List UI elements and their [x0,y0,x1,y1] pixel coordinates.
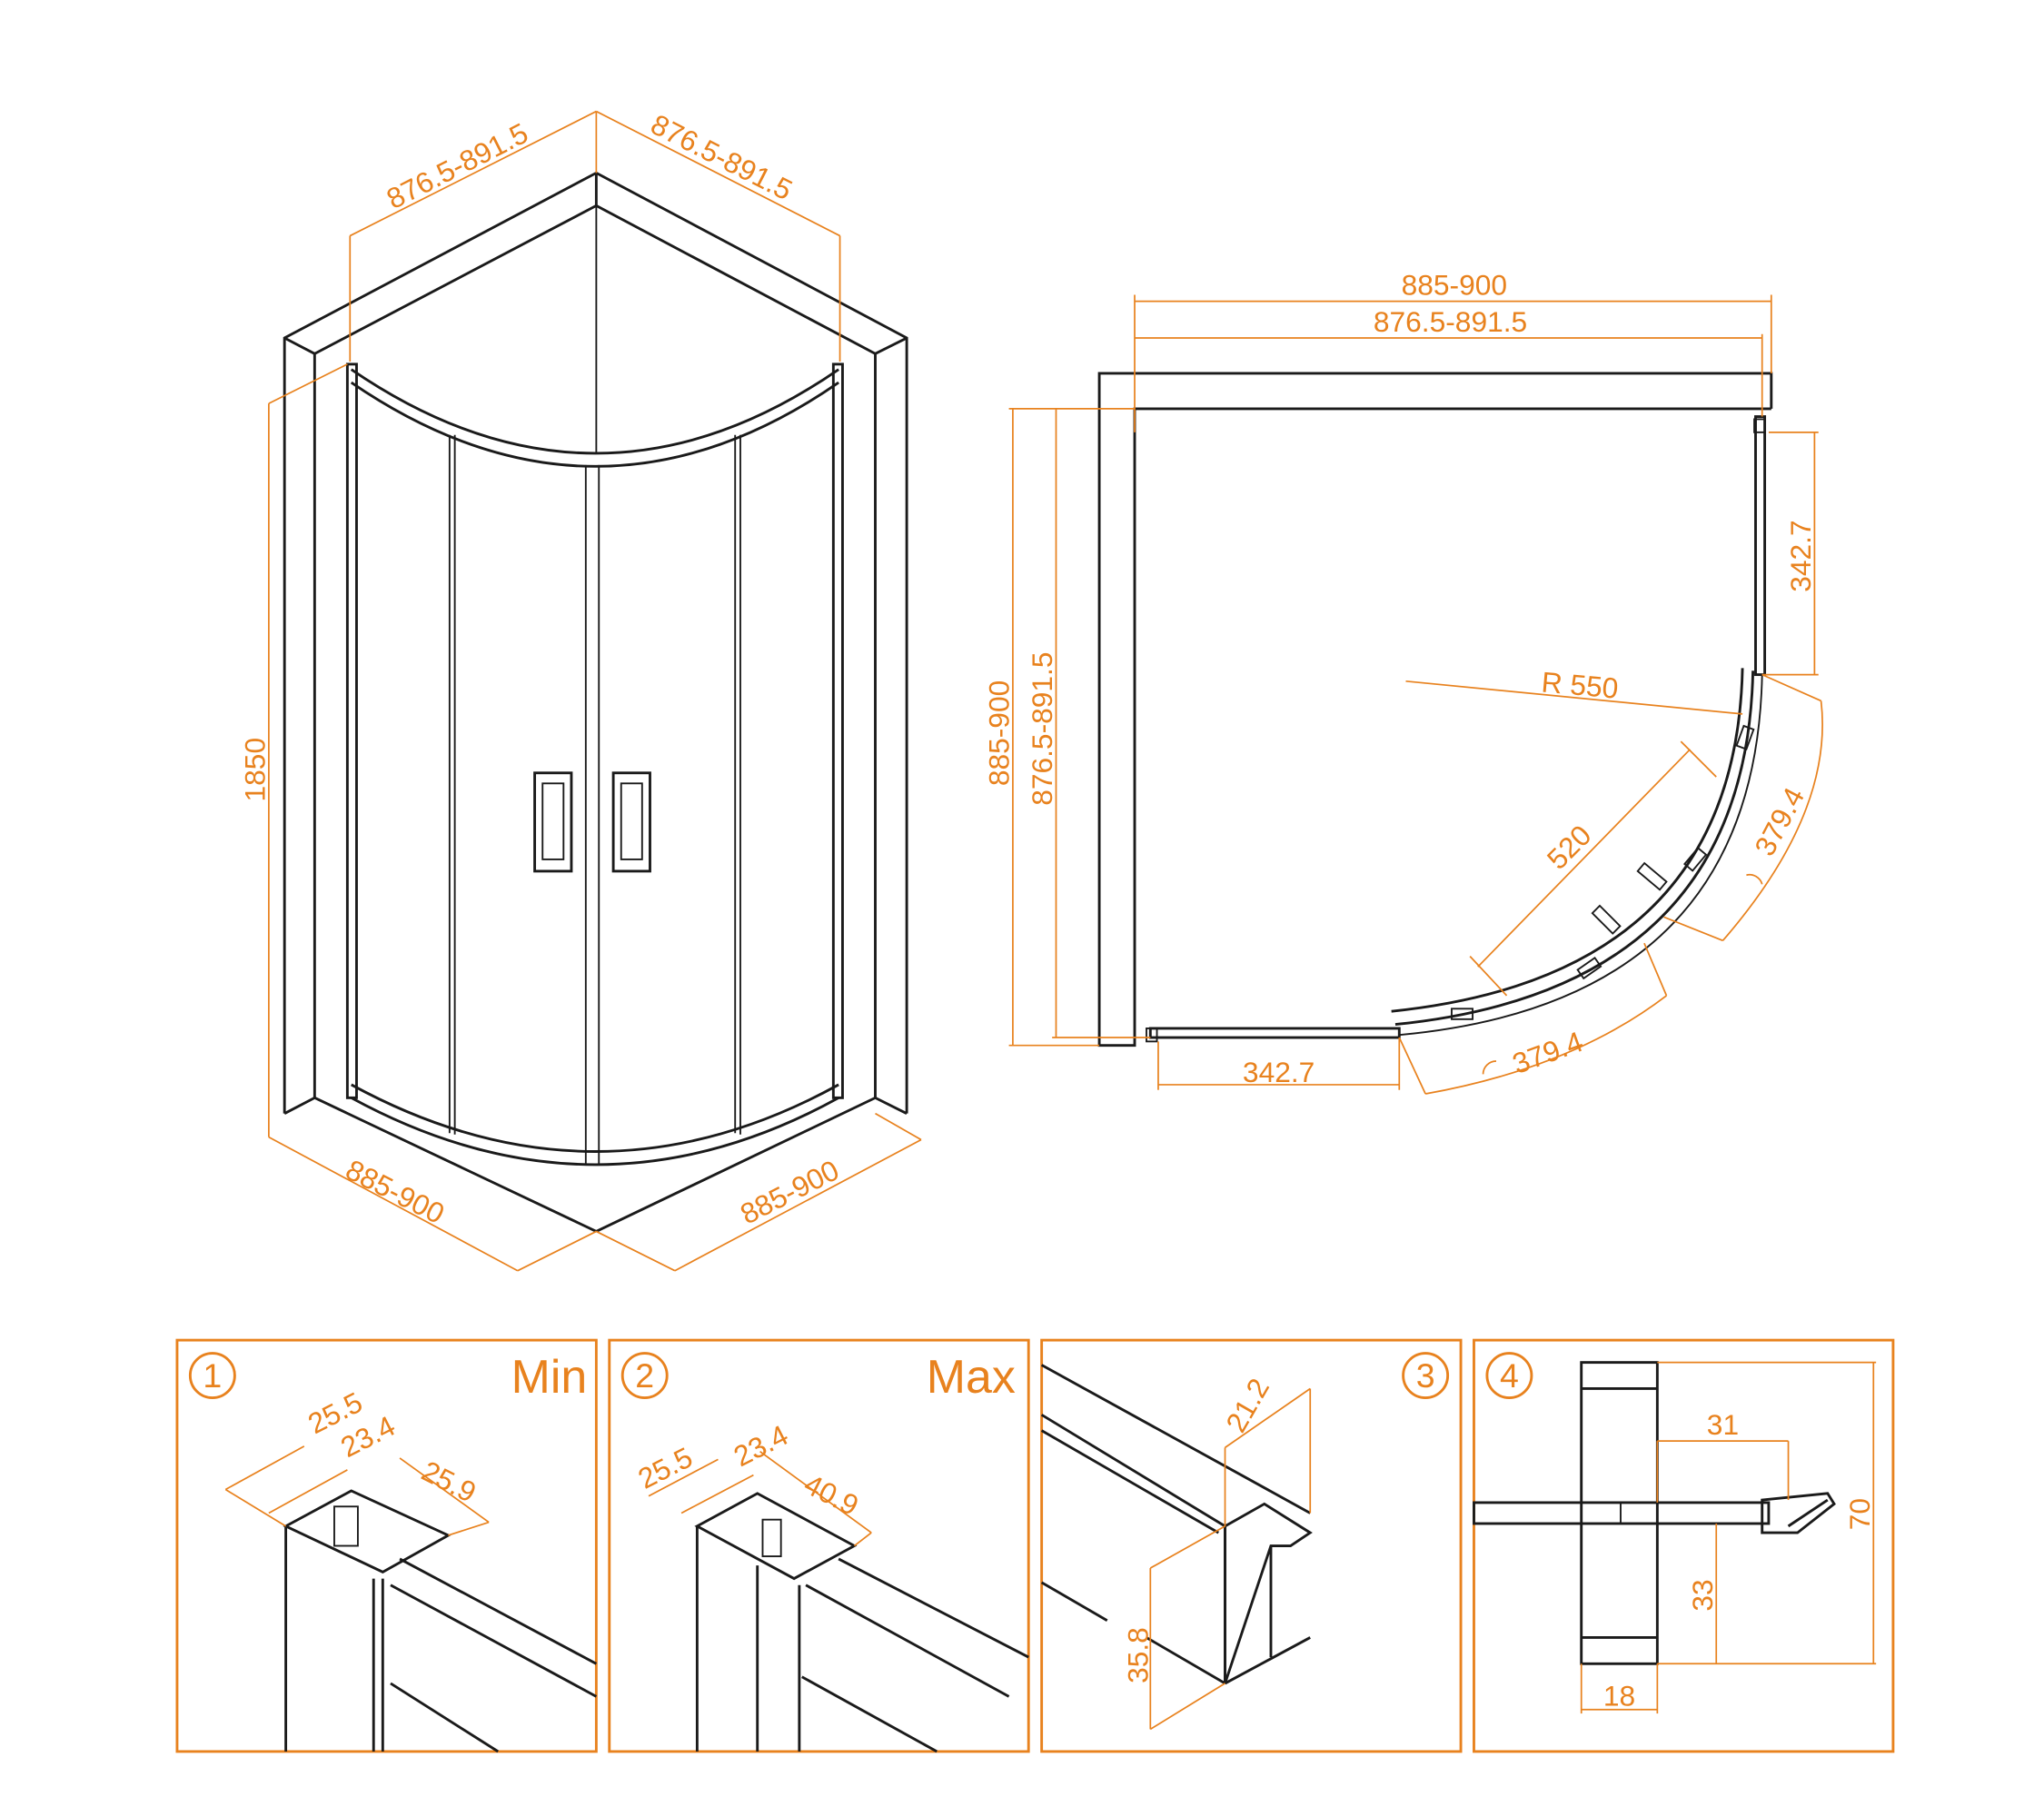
dim: 40.9 [799,1467,864,1522]
dim: 35.8 [1121,1627,1154,1683]
dim: 25.9 [417,1455,481,1509]
dim-outer-width: 885-900 [1402,268,1507,301]
dim-arc-bottom: 379.4 [1508,1025,1587,1080]
plan-walls [1097,372,1773,1048]
enclosure [313,362,877,1233]
dim-bottom-right: 885-900 [735,1154,844,1231]
dim: 21.2 [1219,1373,1275,1437]
dim-top-left: 876.5-891.5 [382,116,533,215]
dim-opening: 520 [1541,819,1598,876]
left-door-handle [533,771,573,873]
dim: 33 [1686,1579,1719,1611]
dim-radius: R 550 [1540,665,1619,704]
isometric-view: 876.5-891.5 876.5-891.5 1850 885-900 885… [239,107,922,1272]
dim: 31 [1707,1408,1739,1441]
walls [283,171,908,1115]
dim-bottom-left: 885-900 [341,1153,450,1230]
dim-height: 1850 [239,738,272,802]
detail-title: Max [927,1351,1016,1404]
detail-number: 4 [1500,1356,1519,1395]
detail-number: 3 [1416,1356,1435,1395]
right-door-handle [611,771,651,873]
dim-outer-depth: 885-900 [983,680,1016,786]
dim-fixed-panel-right: 342.7 [1784,520,1817,591]
dim-fixed-panel-bottom: 342.7 [1243,1056,1315,1088]
dim: 18 [1603,1679,1635,1712]
detail-number: 2 [635,1356,654,1395]
detail-panel-4: 4 31 70 33 18 [1473,1338,1895,1753]
detail-panel-2: 2 Max 25.5 23.4 40.9 [608,1338,1030,1753]
detail-panel-1: 1 Min 25.5 23.4 25.9 [175,1338,598,1753]
plan-view: 885-900 876.5-891.5 885-900 876.5-891.5 … [983,268,1823,1095]
plan-enclosure [1146,415,1767,1043]
detail-title: Min [511,1351,588,1404]
detail-panel-3: 3 21.2 35.8 [1040,1338,1463,1753]
dim-inner-width: 876.5-891.5 [1374,305,1527,338]
plan-dimensions: 885-900 876.5-891.5 885-900 876.5-891.5 … [983,268,1823,1095]
detail-number: 1 [203,1356,222,1395]
dim: 23.4 [729,1418,793,1473]
dim-inner-depth: 876.5-891.5 [1026,651,1058,805]
dim-top-right: 876.5-891.5 [646,107,798,206]
dim: 70 [1843,1498,1876,1530]
